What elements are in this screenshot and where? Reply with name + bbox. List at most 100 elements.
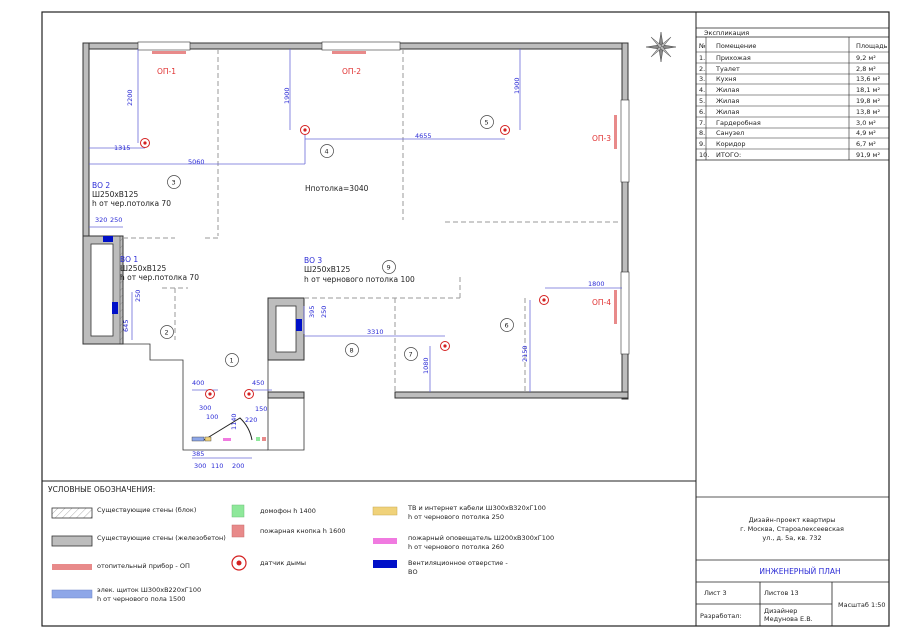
room-number: 5 bbox=[485, 119, 489, 127]
explication-cell: 4,9 м² bbox=[856, 129, 876, 137]
explication-header: Помещение bbox=[716, 42, 756, 50]
room-markers bbox=[160, 115, 514, 367]
legend-walls-block: Существующие стены (блок) bbox=[97, 506, 196, 514]
project-address: ул., д. 5а, кв. 732 bbox=[762, 534, 821, 542]
vent-note: h от чер.потолка 70 bbox=[120, 273, 199, 282]
title-block: Дизайн-проект квартиры г. Москва, Староа… bbox=[696, 496, 889, 626]
room-number: 2 bbox=[165, 329, 169, 337]
scale: Масштаб 1:50 bbox=[838, 601, 886, 609]
dimension: 5060 bbox=[188, 158, 205, 166]
explication-cell: Кухня bbox=[716, 75, 737, 83]
dimension: 400 bbox=[192, 379, 204, 387]
legend-panel: элек. щиток Ш300хВ220хГ100 bbox=[97, 586, 201, 594]
legend-fire-alarm: пожарный оповещатель Ш200хВ300хГ100 bbox=[408, 534, 554, 542]
vent-title: ВО 3 bbox=[304, 256, 322, 265]
dimension: 385 bbox=[192, 450, 204, 458]
heater-label: ОП-3 bbox=[592, 134, 611, 143]
explication-cell: 91,9 м² bbox=[856, 151, 880, 159]
explication-cell: Санузел bbox=[716, 129, 744, 137]
explication-title: Экспликация bbox=[704, 29, 749, 37]
heater-label: ОП-1 bbox=[157, 67, 176, 76]
explication-cell: ИТОГО: bbox=[716, 151, 741, 159]
project-name: Дизайн-проект квартиры bbox=[749, 516, 836, 524]
sheet-number: Лист 3 bbox=[704, 589, 727, 597]
explication-cell: Туалет bbox=[715, 65, 740, 73]
vent-note: h от чернового потолка 100 bbox=[304, 275, 415, 284]
designer-name: Медунова Е.В. bbox=[764, 615, 813, 623]
explication-cell: Жилая bbox=[716, 97, 739, 105]
explication-cell: 5. bbox=[699, 97, 705, 105]
designer-role: Дизайнер bbox=[764, 607, 797, 615]
floor-plan: ОП-1 ОП-2 ОП-3 ОП-4 2200 1315 5060 19 bbox=[82, 31, 677, 470]
dimension: 250 bbox=[110, 216, 122, 224]
explication-header: № bbox=[698, 42, 706, 50]
explication-cell: 10. bbox=[699, 151, 709, 159]
smoke-detectors bbox=[140, 125, 549, 399]
legend-panel: h от чернового пола 1500 bbox=[97, 595, 185, 603]
legend: УСЛОВНЫЕ ОБОЗНАЧЕНИЯ: Существующие стены… bbox=[48, 485, 554, 603]
dimension: 250 bbox=[134, 290, 142, 302]
legend-walls-concrete: Существующие стены (железобетон) bbox=[97, 534, 226, 542]
explication-cell: Коридор bbox=[716, 140, 746, 148]
room-number: 9 bbox=[387, 264, 391, 272]
developed-label: Разработал: bbox=[700, 612, 742, 620]
explication-cell: 2. bbox=[699, 65, 705, 73]
room-number: 3 bbox=[172, 179, 176, 187]
explication-cell: 7. bbox=[699, 119, 705, 127]
explication-cell: 9. bbox=[699, 140, 705, 148]
room-number: 1 bbox=[230, 357, 234, 365]
dimension: 1315 bbox=[114, 144, 131, 152]
dimension: 3310 bbox=[367, 328, 384, 336]
heater-label: ОП-2 bbox=[342, 67, 361, 76]
explication-cell: Гардеробная bbox=[716, 119, 761, 127]
dimension: 1080 bbox=[422, 357, 430, 374]
explication-cell: 2,8 м² bbox=[856, 65, 876, 73]
legend-fire-button: пожарная кнопка h 1600 bbox=[260, 527, 346, 535]
dimension: 1800 bbox=[588, 280, 605, 288]
explication-cell: Жилая bbox=[716, 108, 739, 116]
legend-fire-alarm: h от чернового потолка 260 bbox=[408, 543, 504, 551]
explication-cell: 4. bbox=[699, 86, 705, 94]
dimension: 395 bbox=[308, 306, 316, 318]
dimension: 1900 bbox=[513, 77, 521, 94]
explication-cell: 3,0 м² bbox=[856, 119, 876, 127]
room-number: 7 bbox=[409, 351, 413, 359]
dimension: 100 bbox=[206, 413, 218, 421]
ceiling-height: Hпотолка=3040 bbox=[305, 184, 369, 193]
dimension: 4655 bbox=[415, 132, 432, 140]
dimension: 2200 bbox=[126, 89, 134, 106]
dimension: 150 bbox=[255, 405, 267, 413]
vent-title: ВО 2 bbox=[92, 181, 110, 190]
explication-cell: Жилая bbox=[716, 86, 739, 94]
dimension: 220 bbox=[245, 416, 257, 424]
dimension: 1900 bbox=[283, 87, 291, 104]
vent-size: Ш250хВ125 bbox=[92, 190, 138, 199]
legend-heater: отопительный прибор - ОП bbox=[97, 562, 190, 570]
legend-vent: Вентиляционное отверстие - bbox=[408, 559, 508, 567]
legend-smoke: датчик дымы bbox=[260, 559, 306, 567]
vent-size: Ш250хВ125 bbox=[120, 264, 166, 273]
dimension: 320 bbox=[95, 216, 107, 224]
room-number: 8 bbox=[350, 347, 354, 355]
legend-tv: ТВ и интернет кабели Ш300хВ320хГ100 bbox=[407, 504, 546, 512]
explication-cell: 3. bbox=[699, 75, 705, 83]
explication-cell: 6. bbox=[699, 108, 705, 116]
vent-note: h от чер.потолка 70 bbox=[92, 199, 171, 208]
dimension-lines bbox=[89, 49, 622, 459]
legend-tv: h от чернового потолка 250 bbox=[408, 513, 504, 521]
explication-cell: 8. bbox=[699, 129, 705, 137]
room-number: 4 bbox=[325, 148, 329, 156]
legend-vent: ВО bbox=[408, 568, 418, 576]
explication-cell: 1. bbox=[699, 54, 705, 62]
explication-cell: 13,8 м² bbox=[856, 108, 880, 116]
dimension: 300 bbox=[194, 462, 206, 470]
dimension: 110 bbox=[211, 462, 223, 470]
explication-cell: 13,6 м² bbox=[856, 75, 880, 83]
sheet-count: Листов 13 bbox=[764, 589, 799, 597]
legend-title: УСЛОВНЫЕ ОБОЗНАЧЕНИЯ: bbox=[48, 485, 155, 494]
dimension: 250 bbox=[320, 306, 328, 318]
compass-rose-icon bbox=[645, 31, 677, 63]
dimension: 645 bbox=[122, 320, 130, 332]
explication-cell: Прихожая bbox=[716, 54, 751, 62]
